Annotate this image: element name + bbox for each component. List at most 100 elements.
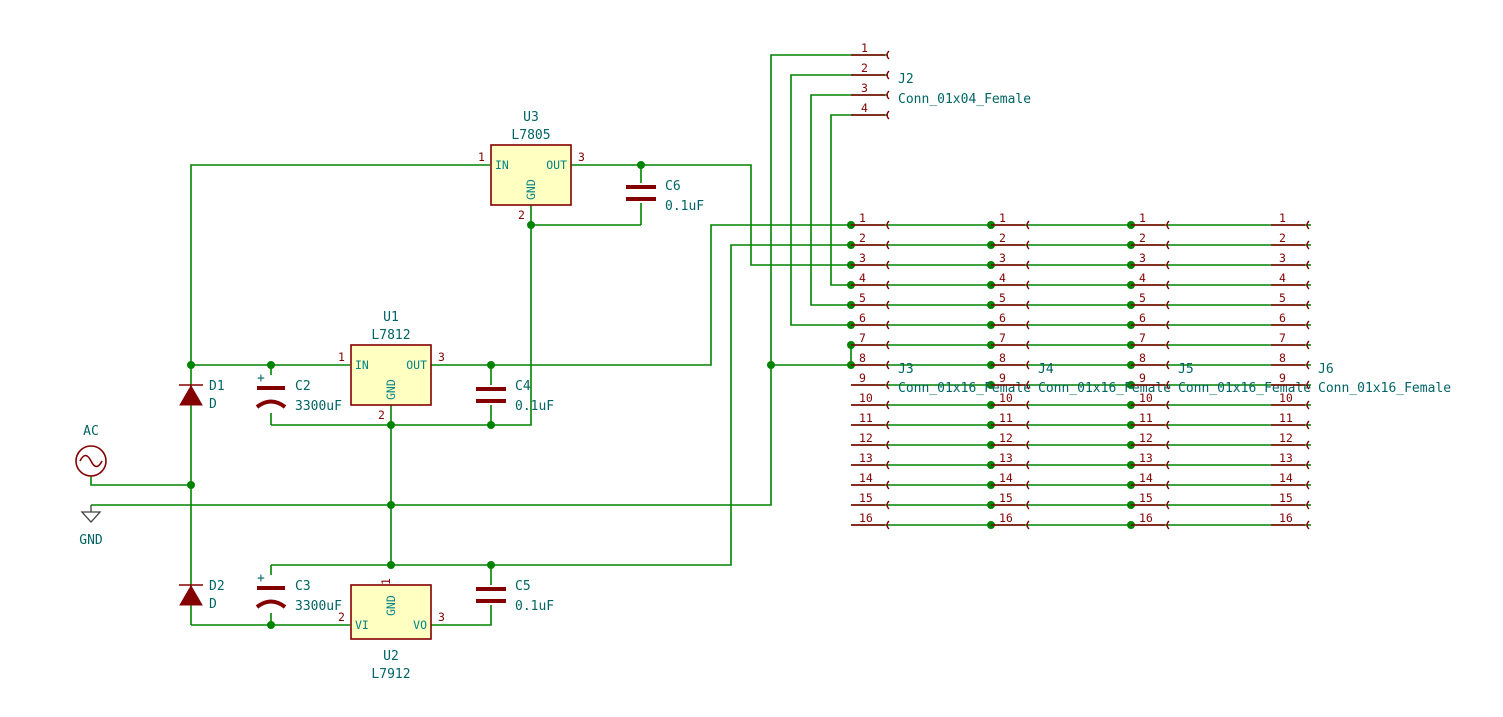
c4-ref: C4: [515, 379, 531, 394]
socket-icon: [886, 240, 890, 250]
socket-icon: [1026, 280, 1030, 290]
header-pin-number: 4: [1139, 271, 1146, 285]
header-pin-number: 9: [999, 371, 1006, 385]
u1-pin-num-2: 2: [378, 408, 385, 422]
junction-dot: [767, 361, 775, 369]
header-pin-number: 6: [1279, 311, 1286, 325]
header-pin-number: 4: [1279, 271, 1286, 285]
header-pin-number: 13: [859, 451, 873, 465]
socket-icon: [886, 70, 890, 80]
socket-icon: [1306, 280, 1310, 290]
socket-icon: [1306, 480, 1310, 490]
socket-icon: [1026, 220, 1030, 230]
socket-icon: [1166, 420, 1170, 430]
diode-d1-icon: [179, 385, 203, 406]
header-bus-rows: [851, 224, 1311, 526]
socket-icon: [1306, 440, 1310, 450]
junction-dot: [187, 361, 195, 369]
header-pin-number: 6: [1139, 311, 1146, 325]
socket-icon: [886, 360, 890, 370]
header-pin-number: 1: [859, 211, 866, 225]
socket-icon: [886, 220, 890, 230]
diode-d1: D1 D: [179, 379, 225, 412]
socket-icon: [1166, 240, 1170, 250]
u3-pin-num-1: 1: [478, 150, 485, 164]
header-pin-number: 12: [999, 431, 1013, 445]
u1-pin-num-3: 3: [438, 350, 445, 364]
u2-pin-gnd: GND: [384, 595, 398, 616]
socket-icon: [886, 440, 890, 450]
header-pin-number: 16: [1279, 511, 1293, 525]
j5-ref: J5: [1178, 362, 1194, 377]
socket-icon: [886, 520, 890, 530]
capacitor-c5: C5 0.1uF: [476, 579, 554, 614]
c2-ref: C2: [295, 379, 311, 394]
header-pin-number: 13: [999, 451, 1013, 465]
header-pin-number: 15: [999, 491, 1013, 505]
socket-icon: [886, 460, 890, 470]
socket-icon: [1306, 300, 1310, 310]
u1-pin-in: IN: [355, 358, 369, 372]
wire-u1-cap-return: [271, 225, 532, 426]
ac-source: AC: [75, 424, 107, 477]
u1-pin-out: OUT: [406, 358, 427, 372]
wire-positive-rail-top: [190, 164, 490, 365]
c2-plus: +: [257, 371, 265, 386]
socket-icon: [886, 300, 890, 310]
regulator-u3: U3 L7805 IN OUT GND 1 3 2: [478, 110, 585, 222]
header-pin-number: 3: [1139, 251, 1146, 265]
u3-pin-num-2: 2: [518, 208, 525, 222]
junction-dot: [387, 421, 395, 429]
socket-icon: [1306, 220, 1310, 230]
header-pin-number: 7: [859, 331, 866, 345]
socket-icon: [1306, 520, 1310, 530]
socket-icon: [1306, 500, 1310, 510]
junction-dot: [187, 481, 195, 489]
header-pin-number: 2: [999, 231, 1006, 245]
header-pin-number: 13: [1279, 451, 1293, 465]
socket-icon: [1306, 360, 1310, 370]
headers: J3 Conn_01x16_Female J4 Conn_01x16_Femal…: [851, 211, 1451, 530]
d1-value: D: [209, 397, 217, 412]
gnd-symbol: GND: [79, 505, 103, 548]
header-pin-number: 10: [859, 391, 873, 405]
socket-icon: [886, 400, 890, 410]
wire-j2-pin2: [790, 74, 888, 326]
header-pin-number: 14: [999, 471, 1013, 485]
u3-value: L7805: [511, 128, 550, 143]
junction-dot: [387, 501, 395, 509]
socket-icon: [1306, 240, 1310, 250]
wire-j2-pin3: [810, 94, 888, 306]
gnd-label: GND: [79, 533, 103, 548]
socket-icon: [1306, 400, 1310, 410]
socket-icon: [886, 340, 890, 350]
socket-icon: [1026, 240, 1030, 250]
header-pin-number: 3: [999, 251, 1006, 265]
ground-icon: [80, 505, 102, 523]
header-pin-number: 7: [1279, 331, 1286, 345]
socket-icon: [1026, 360, 1030, 370]
wire-u3-gnd: [530, 205, 641, 226]
socket-icon: [1166, 220, 1170, 230]
socket-icon: [886, 110, 890, 120]
socket-icon: [1026, 300, 1030, 310]
u3-pin-gnd: GND: [524, 179, 538, 200]
header-pin-number: 2: [1279, 231, 1286, 245]
socket-icon: [1306, 420, 1310, 430]
header-pin-number: 16: [859, 511, 873, 525]
junction-dot: [487, 561, 495, 569]
capacitor-c2: + C2 3300uF: [255, 371, 342, 414]
header-pin-number: 15: [859, 491, 873, 505]
header-pin-number: 3: [1279, 251, 1286, 265]
header-pin-number: 8: [1139, 351, 1146, 365]
header-pin-number: 10: [1139, 391, 1153, 405]
header-pin-number: 6: [999, 311, 1006, 325]
socket-icon: [1306, 320, 1310, 330]
socket-icon: [1026, 440, 1030, 450]
socket-icon: [1026, 520, 1030, 530]
j6-ref: J6: [1318, 362, 1334, 377]
u3-pin-out: OUT: [546, 158, 567, 172]
header-pin-number: 12: [1139, 431, 1153, 445]
header-pin-number: 14: [1139, 471, 1153, 485]
wire-u3-out: [570, 164, 851, 266]
